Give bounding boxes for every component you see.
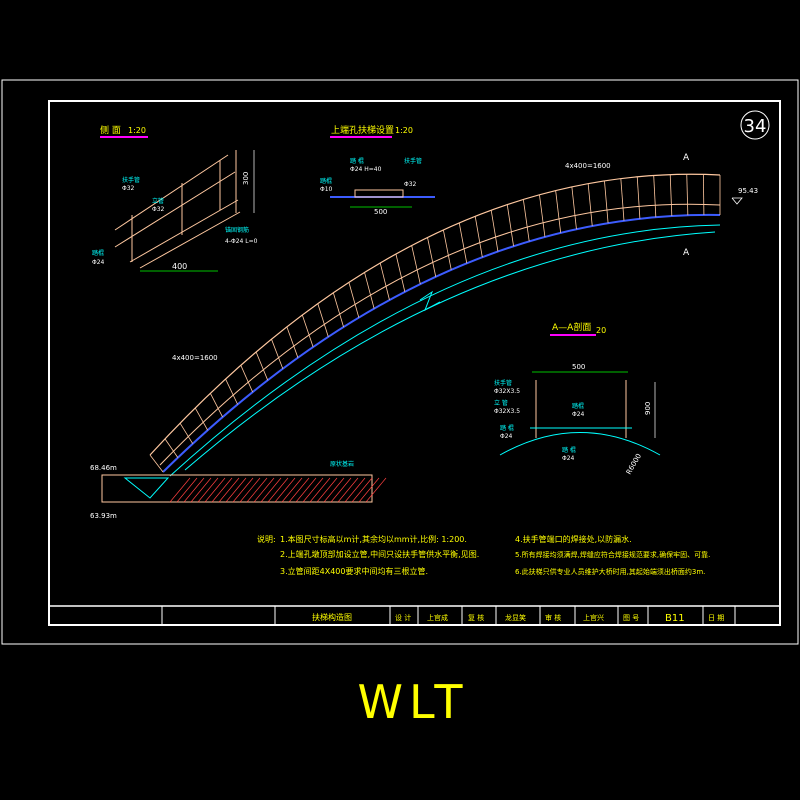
tb-check-label: 复 核 [468,613,484,622]
note-3: 3.立管间距4X400要求中间均有三根立管. [280,566,428,576]
note-5: 5.所有焊接均须满焊,焊缝应符合焊接规范要求,确保牢固、可靠. [515,550,710,559]
side-label-bar: 踏棍 [92,249,104,257]
tb-drawing-name: 扶梯构造图 [312,612,352,622]
bed-label: 原状基岩 [330,460,354,468]
aa-scale: 20 [596,326,606,335]
elev-left-top: 68.46m [90,464,117,472]
top-dim-500: 500 [374,208,387,216]
top-hole-scale: 1:20 [395,126,413,135]
sheet-number-circle [740,110,770,140]
top-label-c: 踏棍 [320,177,332,185]
aa-label-pipe2: 立 管 [494,399,508,407]
aa-label-bar2: 踏棍 [572,402,584,410]
note-6: 6.此扶梯只供专业人员维护大桥时用,其起始端须出桥面约3m. [515,567,705,576]
tb-date-label: 日 期 [708,614,724,622]
side-label-pipe2-dim: Φ32 [152,206,165,213]
aa-label-bar-dim: Φ24 [500,433,513,440]
top-label-a: 踏 棍 [350,157,364,165]
top-hole-view: 上端孔扶梯设置 1:20 500 踏 棍 Φ24 H=40 扶手管 Φ32 踏棍… [320,124,435,216]
aa-label-bar3-dim: Φ24 [562,455,575,462]
note-1: 1.本图尺寸标高以m计,其余均以mm计,比例: 1:200. [280,534,467,544]
top-label-c-dim: Φ10 [320,186,333,193]
side-label-pipe2: 立管 [152,197,164,205]
tb-no-value: B11 [665,613,685,624]
side-label-anchor-dim: 4-Φ24 L=0 [225,238,258,245]
aa-radius: R6000 [625,452,643,476]
side-label-pipe1: 扶手管 [122,176,140,184]
top-label-a-dim: Φ24 H=40 [350,166,382,173]
elev-left-bottom: 63.93m [90,512,117,520]
section-mark-bottom: A [683,248,690,258]
note-4: 4.扶手管端口的焊接处,以防漏水. [515,534,632,544]
title-block: 扶梯构造图 设 计 上官成 复 核 龙显笑 审 核 上官兴 图 号 B11 日 … [49,605,780,625]
top-label-b: 扶手管 [404,157,422,165]
side-label-anchor: 锚固钢筋 [225,226,249,234]
aa-label-bar2-dim: Φ24 [572,411,585,418]
tb-check-name: 龙显笑 [505,613,526,622]
side-label-pipe1-dim: Φ32 [122,185,135,192]
arch-top-dim: 4x400=1600 [565,162,611,170]
top-label-b-dim: Φ32 [404,181,417,188]
aa-label-pipe2-dim: Φ32X3.5 [494,408,520,415]
tb-no-label: 图 号 [623,614,639,622]
aa-dim-500: 500 [572,363,585,371]
tb-review-label: 审 核 [545,613,561,622]
aa-label-pipe1-dim: Φ32X3.5 [494,388,520,395]
tb-review-name: 上官兴 [583,613,604,622]
sheet-number: 34 [744,116,767,137]
side-dim-300: 300 [242,172,250,185]
wlt-watermark: WLT [358,675,469,729]
aa-label-bar: 踏 棍 [500,424,514,432]
section-mark-top: A [683,153,690,163]
side-section-view: 侧 面 1:20 300 400 扶手管 Φ32 立管 Φ32 踏棍 Φ24 锚… [92,124,258,272]
notes-heading: 说明: [257,534,276,544]
tb-design-label: 设 计 [395,613,411,622]
top-hole-title: 上端孔扶梯设置 [331,124,394,136]
foundation: 68.46m 63.93m 原状基岩 [90,460,387,520]
side-label-bar-dim: Φ24 [92,259,105,266]
arch-mid-dim: 4x400=1600 [172,354,218,362]
arch-ladder: 4x400=1600 4x400=1600 95.43 A A [149,153,758,477]
inner-frame [48,100,781,626]
note-2: 2.上端孔墩顶部加设立管,中间只设扶手管供水平衡,见图. [280,549,479,559]
side-dim-400: 400 [172,262,187,271]
aa-label-pipe1: 扶手管 [494,379,512,387]
notes-block: 说明: 1.本图尺寸标高以m计,其余均以mm计,比例: 1:200. 2.上端孔… [257,534,710,576]
side-section-scale: 1:20 [128,126,146,135]
aa-title: A—A剖面 [552,321,591,333]
tb-design-name: 上官成 [427,613,448,622]
outer-frame [1,79,799,645]
aa-dim-900: 900 [644,402,652,415]
elev-top: 95.43 [738,187,758,195]
aa-label-bar3: 踏 棍 [562,446,576,454]
side-section-title: 侧 面 [100,124,121,136]
aa-section-view: A—A剖面 20 500 900 扶手管 Φ32X3.5 立 管 Φ32X3.5… [494,321,661,476]
